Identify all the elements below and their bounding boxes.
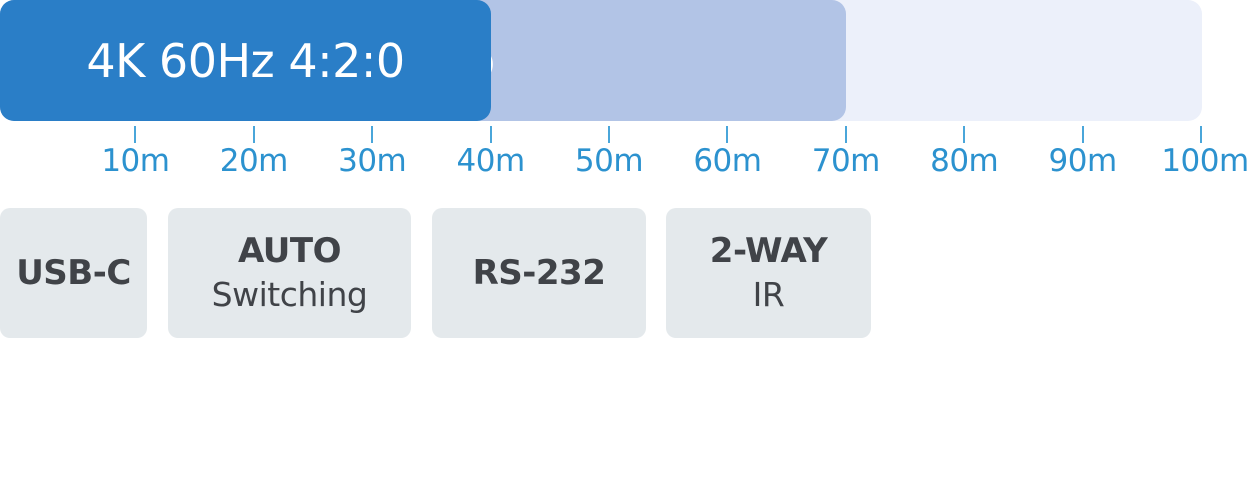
feature-badge-title: AUTO [238,231,341,271]
axis-tick-label: 70m [811,143,881,179]
axis-tick-label: 60m [693,143,762,179]
axis-tick-label: 20m [219,143,289,179]
axis-tick [1200,126,1202,143]
axis-tick [371,126,374,143]
feature-badge-subtitle: Switching [211,275,368,314]
axis-tick-label: 80m [930,143,999,179]
axis-tick-label: 40m [456,143,526,179]
bar-4k-60hz: 4K 60Hz 4:2:0 [0,0,491,121]
feature-badge-subtitle: IR [752,275,785,314]
feature-badge-auto-switching: AUTO Switching [168,208,411,338]
feature-badge-title: USB-C [16,253,131,293]
axis-tick-label: 50m [574,143,644,179]
feature-badge-usb-c: USB-C [0,208,147,338]
feature-badge-title: RS-232 [472,253,606,293]
axis-tick [1081,126,1084,143]
axis-tick-label: 30m [338,143,407,179]
axis-tick-label: 10m [101,143,170,179]
feature-badge-rs-232: RS-232 [432,208,646,338]
axis-tick [726,126,729,143]
feature-badge-title: 2-WAY [709,231,828,271]
axis-tick [489,126,492,143]
axis-tick [252,126,255,143]
distance-axis: 10m 20m 30m 40m 50m 60m 70m 80m 90m 100m [0,121,1250,191]
axis-tick [608,126,610,143]
axis-tick [844,126,847,143]
feature-badge-2-way-ir: 2-WAY IR [666,208,871,338]
axis-tick [134,126,137,143]
axis-tick [963,126,966,143]
axis-tick-label: 100m [1161,143,1249,179]
bar-label-4k-60hz: 4K 60Hz 4:2:0 [86,33,405,88]
axis-tick-label: 90m [1048,143,1118,179]
distance-range-bar: 1080p 4K 60Hz 4:2:0 [0,0,1202,121]
